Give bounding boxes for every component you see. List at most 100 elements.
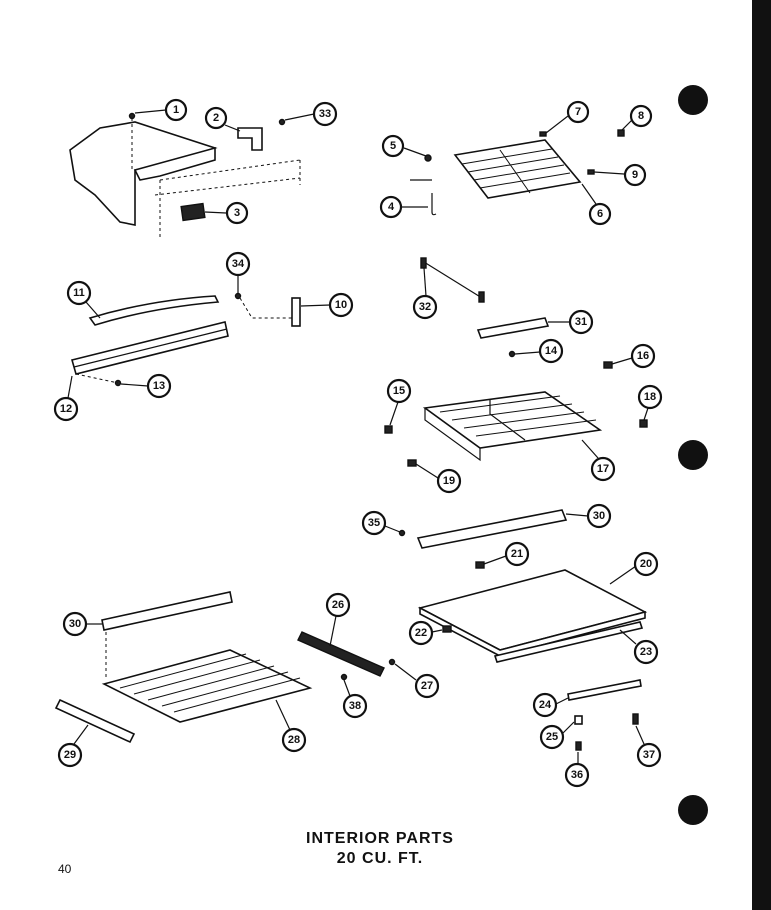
part-31-trim <box>476 317 550 339</box>
callout-15-label: 15 <box>393 385 405 397</box>
callout-15: 15 <box>386 378 412 404</box>
callout-23-label: 23 <box>640 646 652 658</box>
part-4-hook <box>410 179 437 216</box>
callout-9-label: 9 <box>632 169 638 181</box>
callout-27: 27 <box>414 673 440 699</box>
part-22-clip <box>442 625 452 633</box>
callout-5: 5 <box>381 134 405 158</box>
part-18-clip <box>639 419 648 428</box>
part-8-clip <box>617 129 625 137</box>
callout-34: 34 <box>225 251 251 277</box>
part-10-bracket <box>291 297 301 327</box>
callout-34-label: 34 <box>232 258 245 270</box>
part-7-clip <box>539 131 547 137</box>
part-17-sliding-shelf <box>422 391 603 462</box>
callout-22-label: 22 <box>415 627 427 639</box>
callout-29: 29 <box>57 742 83 768</box>
callout-25-label: 25 <box>546 731 558 743</box>
part-1-screw <box>128 112 136 170</box>
part-32-rod <box>420 257 485 303</box>
callout-26: 26 <box>325 592 351 618</box>
part-6-wire-shelf <box>453 139 582 199</box>
callout-8: 8 <box>629 104 653 128</box>
callout-22: 22 <box>408 620 434 646</box>
part-5-clip <box>424 154 432 162</box>
callout-19-label: 19 <box>443 475 455 487</box>
callout-31-label: 31 <box>575 316 587 328</box>
diagram-subtitle: 20 CU. FT. <box>336 850 424 867</box>
callout-25: 25 <box>539 724 565 750</box>
part-11-gasket-strip <box>88 295 220 326</box>
part-30-upper-trim <box>416 509 568 549</box>
callout-24-label: 24 <box>539 699 552 711</box>
callout-2-label: 2 <box>213 112 219 124</box>
part-19-clip <box>407 459 417 467</box>
callout-18: 18 <box>637 384 663 410</box>
callout-11-label: 11 <box>73 287 85 299</box>
callout-37-label: 37 <box>643 749 655 761</box>
part-30-lower-trim <box>101 591 233 680</box>
part-23-front-trim <box>493 621 644 663</box>
callout-14-label: 14 <box>545 345 558 357</box>
part-35-screw <box>398 529 406 537</box>
callout-10: 10 <box>328 292 354 318</box>
part-21-clip <box>475 561 485 569</box>
callout-35: 35 <box>361 510 387 536</box>
callout-8-label: 8 <box>638 110 644 122</box>
callout-32-label: 32 <box>419 301 431 313</box>
part-26-slide-rail <box>297 631 385 677</box>
callout-18-label: 18 <box>644 391 656 403</box>
callout-1-label: 1 <box>173 104 179 116</box>
callout-24: 24 <box>532 692 558 718</box>
callout-20: 20 <box>633 551 659 577</box>
callout-10-label: 10 <box>335 299 347 311</box>
part-9-clip <box>587 169 595 175</box>
part-33-screw <box>278 118 286 126</box>
callout-14: 14 <box>538 338 564 364</box>
diagram-title: INTERIOR PARTS <box>306 830 454 847</box>
binder-hole-top <box>678 85 708 115</box>
callout-13-label: 13 <box>153 380 165 392</box>
callout-29-label: 29 <box>64 749 76 761</box>
callout-7-label: 7 <box>575 106 581 118</box>
part-29-slide-rail <box>54 698 136 744</box>
callout-38-label: 38 <box>349 700 361 712</box>
callout-28-label: 28 <box>288 734 300 746</box>
callout-13: 13 <box>146 373 172 399</box>
callout-36: 36 <box>564 762 590 788</box>
callout-30-lower-label: 30 <box>69 618 81 630</box>
part-15-clip <box>384 425 393 434</box>
callout-31: 31 <box>568 309 594 335</box>
callout-12: 12 <box>53 396 79 422</box>
callout-16: 16 <box>630 343 656 369</box>
callout-5-label: 5 <box>390 140 396 152</box>
page-edge-scan-shadow <box>752 0 771 910</box>
callout-11: 11 <box>66 280 92 306</box>
part-14-screw <box>508 350 516 358</box>
callout-4-label: 4 <box>388 201 395 213</box>
callout-3-label: 3 <box>234 207 240 219</box>
callout-37: 37 <box>636 742 662 768</box>
callout-35-label: 35 <box>368 517 380 529</box>
callout-12-label: 12 <box>60 403 72 415</box>
callout-30-upper-label: 30 <box>593 510 605 522</box>
page-number: 40 <box>58 862 72 876</box>
part-16-clip <box>603 361 613 369</box>
callout-6: 6 <box>588 202 612 226</box>
part-24-cover-strip <box>567 679 642 701</box>
part-liner-ledge <box>69 121 301 240</box>
callout-9: 9 <box>623 163 647 187</box>
callout-32: 32 <box>412 294 438 320</box>
leader-lines <box>67 109 649 764</box>
callout-30-upper: 30 <box>586 503 612 529</box>
callout-28: 28 <box>281 727 307 753</box>
part-38-screw <box>340 673 348 681</box>
callout-17: 17 <box>590 456 616 482</box>
callout-7: 7 <box>566 100 590 124</box>
callout-33-label: 33 <box>319 108 331 120</box>
callout-33: 33 <box>312 101 338 127</box>
callout-17-label: 17 <box>597 463 609 475</box>
callout-21-label: 21 <box>511 548 523 560</box>
part-28-crisper-cover <box>101 649 313 723</box>
